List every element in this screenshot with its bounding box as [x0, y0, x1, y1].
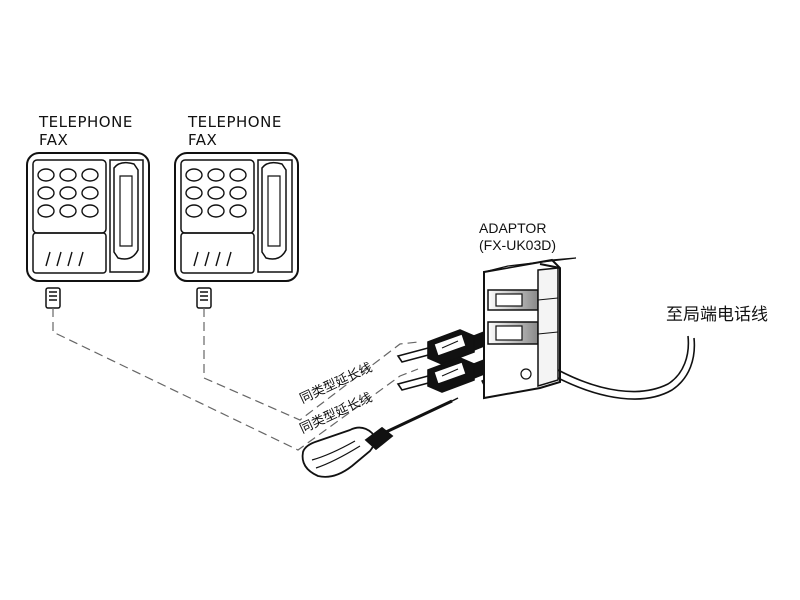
exchange-line-label: 至局端电话线 — [666, 305, 768, 325]
screwdriver-icon — [301, 397, 459, 478]
phone-left-line1: TELEPHONE — [39, 113, 133, 131]
adaptor-name: ADAPTOR — [479, 220, 547, 236]
line-to-exchange — [557, 335, 696, 400]
telephone-fax-right — [174, 152, 299, 282]
plug-left — [45, 287, 61, 309]
extension-cable-dashed — [52, 308, 419, 451]
extension-cord-connector-upper — [396, 329, 485, 365]
telephone-fax-left — [26, 152, 150, 282]
phone-right-line1: TELEPHONE — [188, 113, 282, 131]
phone-left-line2: FAX — [39, 131, 69, 149]
phone-left-label: TELEPHONE FAX — [39, 113, 133, 149]
phone-right-line2: FAX — [188, 131, 218, 149]
plug-right — [196, 287, 212, 309]
extension-cord-connector-lower — [396, 357, 485, 393]
adaptor-body — [483, 257, 577, 400]
adaptor-model: (FX-UK03D) — [479, 237, 557, 253]
phone-right-label: TELEPHONE FAX — [188, 113, 282, 149]
adaptor-label: ADAPTOR (FX-UK03D) — [479, 220, 556, 254]
